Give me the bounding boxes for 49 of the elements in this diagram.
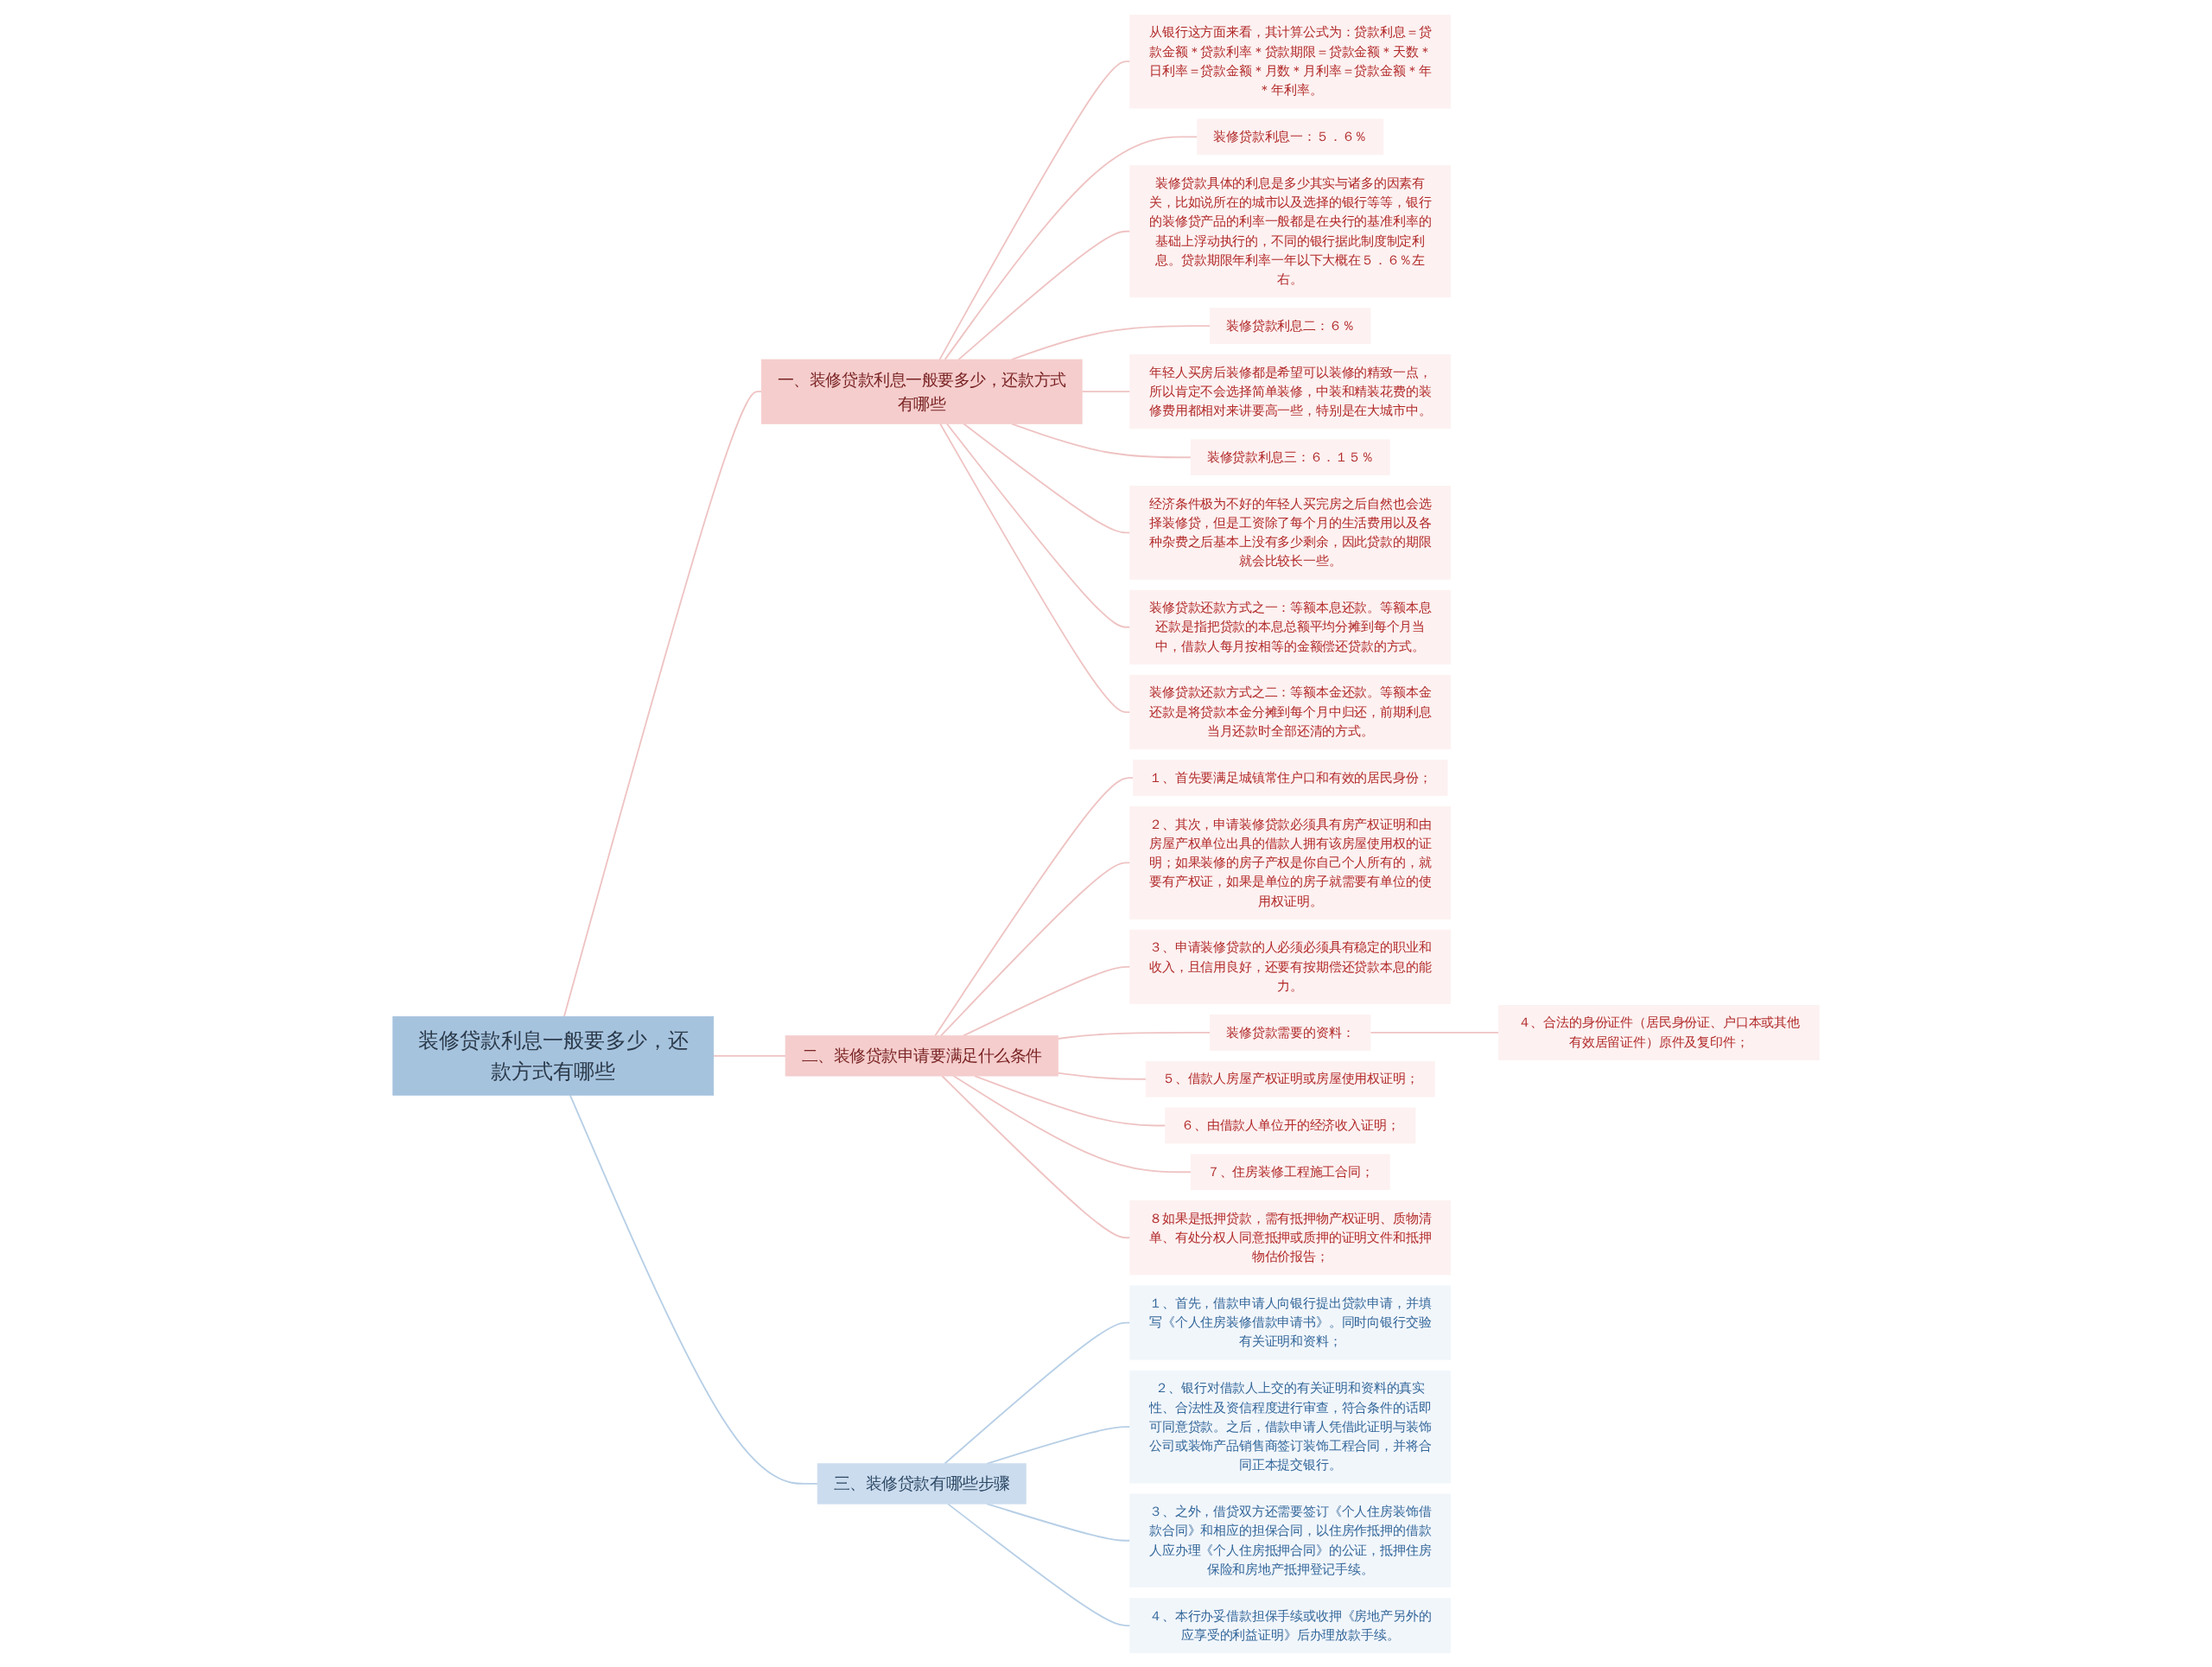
connector [945,422,1131,628]
connector [1010,422,1192,458]
connector [939,422,1131,713]
connector [1057,1072,1147,1080]
node-box: 装修贷款需要的资料： [1210,1014,1371,1051]
node-box: 装修贷款利息二：６％ [1210,307,1371,344]
node-box: 从银行这方面来看，其计算公式为：贷款利息＝贷款金额＊贷款利率＊贷款期限＝贷款金额＊天数＊日利率＝贷款金额＊月数＊月利率＝贷款金额＊年＊年利率。 [1129,14,1452,108]
node-box: ２、银行对借款人上交的有关证明和资料的真实性、合法性及资信程度进行审查，符合条件的话即可同意贷款。之后，借款申请人凭借此证明与装饰公司或装饰产品销售商签订装饰工程合同，并将合同正本提交银行。 [1129,1370,1452,1483]
connector [712,1054,787,1057]
connector [944,1321,1131,1465]
connector [569,1093,819,1485]
connector [1370,1031,1500,1034]
node-box: 经济条件极为不好的年轻人买完房之后自然也会选择装修贷，但是工资除了每个月的生活费用以及各种杂费之后基本上没有多少剩余，因此贷款的期限就会比较长一些。 [1129,485,1452,580]
connector [941,1074,1131,1238]
connector [934,776,1135,1037]
connector [944,135,1198,360]
node-box: 装修贷款利息一：５．６％ [1197,118,1384,155]
node-box: ６、由借款人单位开的经济收入证明； [1165,1107,1416,1143]
node-box: 装修贷款利息一般要多少，还款方式有哪些 [392,1015,715,1096]
node-box: 一、装修贷款利息一般要多少，还款方式有哪些 [760,359,1083,424]
node-box: 三、装修贷款有哪些步骤 [817,1462,1027,1505]
connector [957,230,1131,360]
node-box: ２、其次，申请装修贷款必须具有房产权证明和由房屋产权单位出具的借款人拥有该房屋使用权的证明；如果装修的房子产权是你自己个人所有的，就要有产权证，如果是单位的房子就需要有单位的使用权证明。 [1129,805,1452,919]
connector [963,422,1131,533]
connector [939,861,1131,1037]
node-box: 装修贷款还款方式之一：等额本息还款。等额本息还款是指把贷款的本息总额平均分摊到每个月当中，借款人每月按相等的金额偿还贷款的方式。 [1129,589,1452,665]
node-box: ３、申请装修贷款的人必须必须具有稳定的职业和收入，且信用良好，还要有按期偿还贷款本息的能力。 [1129,929,1452,1004]
connector [1057,1031,1211,1040]
connector [974,1074,1166,1126]
connector [1081,390,1131,392]
connector [946,1502,1131,1626]
node-box: ７、住房装修工程施工合同； [1190,1153,1390,1190]
connector [938,60,1131,360]
node-box: 年轻人买房后装修都是希望可以装修的精致一点，所以肯定不会选择简单装修，中装和精装花费的装修费用都相对来讲要高一些，特别是在大城市中。 [1129,353,1452,429]
node-box: ８如果是抵押贷款，需有抵押物产权证明、质物清单、有处分权人同意抵押或质押的证明文件和抵押物估价报告； [1129,1199,1452,1275]
node-box: 二、装修贷款申请要满足什么条件 [785,1034,1058,1076]
connector [952,1074,1192,1173]
node-box: 装修贷款具体的利息是多少其实与诸多的因素有关，比如说所在的城市以及选择的银行等等，银行的装修贷产品的利率一般都是在央行的基准利率的基础上浮动执行的，不同的银行据此制度制定利息。贷款期限年利率一年以下大概在５．６％左右。 [1129,164,1452,297]
node-box: １、首先要满足城镇常住户口和有效的居民身份； [1133,759,1448,796]
connector [563,390,763,1017]
node-box: ４、本行办妥借款担保手续或收押《房地产另外的应享受的利益证明》后办理放款手续。 [1129,1597,1452,1653]
node-box: ４、合法的身份证件（居民身份证、户口本或其他有效居留证件）原件及复印件； [1497,1004,1820,1060]
node-box: ３、之外，借贷双方还需要签订《个人住房装饰借款合同》和相应的担保合同，以住房作抵押的借款人应办理《个人住房抵押合同》的公证，抵押住房保险和房地产抵押登记手续。 [1129,1493,1452,1587]
connector [985,1502,1131,1542]
node-box: 装修贷款利息三：６．１５％ [1190,438,1390,475]
connector [962,965,1131,1037]
node-box: １、首先，借款申请人向银行提出贷款申请，并填写《个人住房装修借款申请书》。同时向银行交验有关证明和资料； [1129,1284,1452,1360]
node-box: ５、借款人房屋产权证明或房屋使用权证明； [1145,1060,1435,1098]
node-box: 装修贷款还款方式之二：等额本金还款。等额本金还款是将贷款本金分摊到每个月中归还，前期利息当月还款时全部还清的方式。 [1129,674,1452,749]
